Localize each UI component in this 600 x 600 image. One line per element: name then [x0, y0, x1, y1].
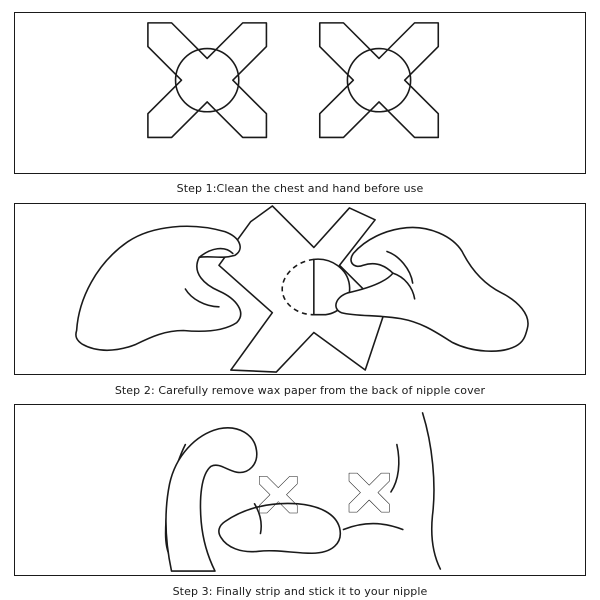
- step-3-illustration: [164, 412, 442, 572]
- hand-icon: [75, 225, 242, 352]
- step-2-panel: [14, 203, 586, 375]
- step-2-illustration: [75, 205, 529, 373]
- cross-cover-icon: [348, 472, 390, 513]
- cross-cover-icon: [259, 476, 298, 514]
- step-3-caption: Step 3: Finally strip and stick it to yo…: [172, 585, 428, 598]
- hand-icon: [335, 226, 529, 352]
- torso-icon: [164, 412, 442, 572]
- step-2-caption: Step 2: Carefully remove wax paper from …: [114, 384, 486, 397]
- step-1-illustration: [147, 22, 440, 139]
- step-1-caption: Step 1:Clean the chest and hand before u…: [176, 182, 424, 195]
- cross-cover-icon: [218, 205, 386, 373]
- step-1-panel: [14, 12, 586, 174]
- cross-cover-icon: [318, 22, 440, 139]
- step-3-panel: [14, 404, 586, 576]
- cross-cover-icon: [147, 22, 268, 139]
